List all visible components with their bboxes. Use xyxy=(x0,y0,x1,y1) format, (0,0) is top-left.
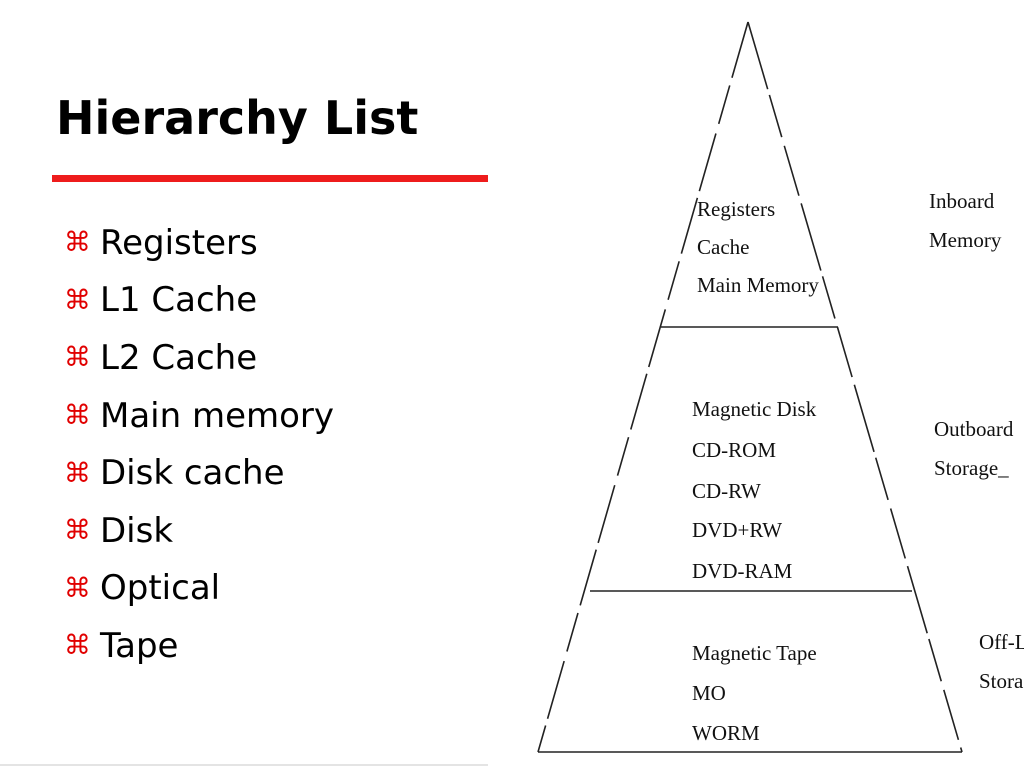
list-item: ⌘ L2 Cache xyxy=(64,329,334,387)
tier-side-label: Inboard xyxy=(929,189,995,213)
tier-item: WORM xyxy=(692,721,760,745)
list-item-label: Main memory xyxy=(100,395,335,436)
tier-side-label: Outboard xyxy=(934,417,1014,441)
command-key-icon: ⌘ xyxy=(64,572,91,604)
list-item: ⌘ Registers xyxy=(64,214,334,272)
tier-item: CD-ROM xyxy=(692,438,776,462)
command-key-icon: ⌘ xyxy=(64,227,91,259)
list-item-label: Tape xyxy=(100,625,179,666)
tier-item: Magnetic Tape xyxy=(692,641,817,665)
list-item: ⌘ Disk cache xyxy=(64,444,334,502)
tier-item: Registers xyxy=(697,197,775,221)
pyramid-left-edge xyxy=(537,21,749,753)
tier-side-label: Storage_ xyxy=(934,456,1009,480)
list-item-label: L1 Cache xyxy=(100,280,258,321)
list-item: ⌘ Disk xyxy=(64,502,334,560)
tier-side-label: Off-Line xyxy=(979,630,1024,654)
tier-side-label: Storage xyxy=(979,669,1024,693)
footer-divider xyxy=(0,764,488,766)
list-item-label: Registers xyxy=(100,222,258,263)
list-item: ⌘ Optical xyxy=(64,560,334,618)
list-item: ⌘ L1 Cache xyxy=(64,272,334,330)
list-item: ⌘ Main memory xyxy=(64,387,334,445)
tier-item: Cache xyxy=(697,235,749,259)
tier-item: CD-RW xyxy=(692,479,761,503)
bullet-list: ⌘ Registers ⌘ L1 Cache ⌘ L2 Cache ⌘ Main… xyxy=(64,214,334,675)
slide-title: Hierarchy List xyxy=(56,91,419,145)
list-item-label: Disk cache xyxy=(100,453,285,494)
command-key-icon: ⌘ xyxy=(64,400,91,432)
tier-item: Main Memory xyxy=(697,273,819,297)
list-item-label: L2 Cache xyxy=(100,337,258,378)
command-key-icon: ⌘ xyxy=(64,457,91,489)
tier-item: DVD+RW xyxy=(692,518,782,542)
list-item-label: Optical xyxy=(100,568,221,609)
tier-item: Magnetic Disk xyxy=(692,397,817,421)
command-key-icon: ⌘ xyxy=(64,515,91,547)
tier-side-label: Memory xyxy=(929,228,1002,252)
pyramid-right-edge xyxy=(747,21,963,753)
command-key-icon: ⌘ xyxy=(64,630,91,662)
command-key-icon: ⌘ xyxy=(64,284,91,316)
title-underline xyxy=(52,175,488,182)
list-item: ⌘ Tape xyxy=(64,617,334,675)
command-key-icon: ⌘ xyxy=(64,342,91,374)
list-item-label: Disk xyxy=(100,510,174,551)
tier-item: DVD-RAM xyxy=(692,559,793,583)
tier-item: MO xyxy=(692,681,726,705)
